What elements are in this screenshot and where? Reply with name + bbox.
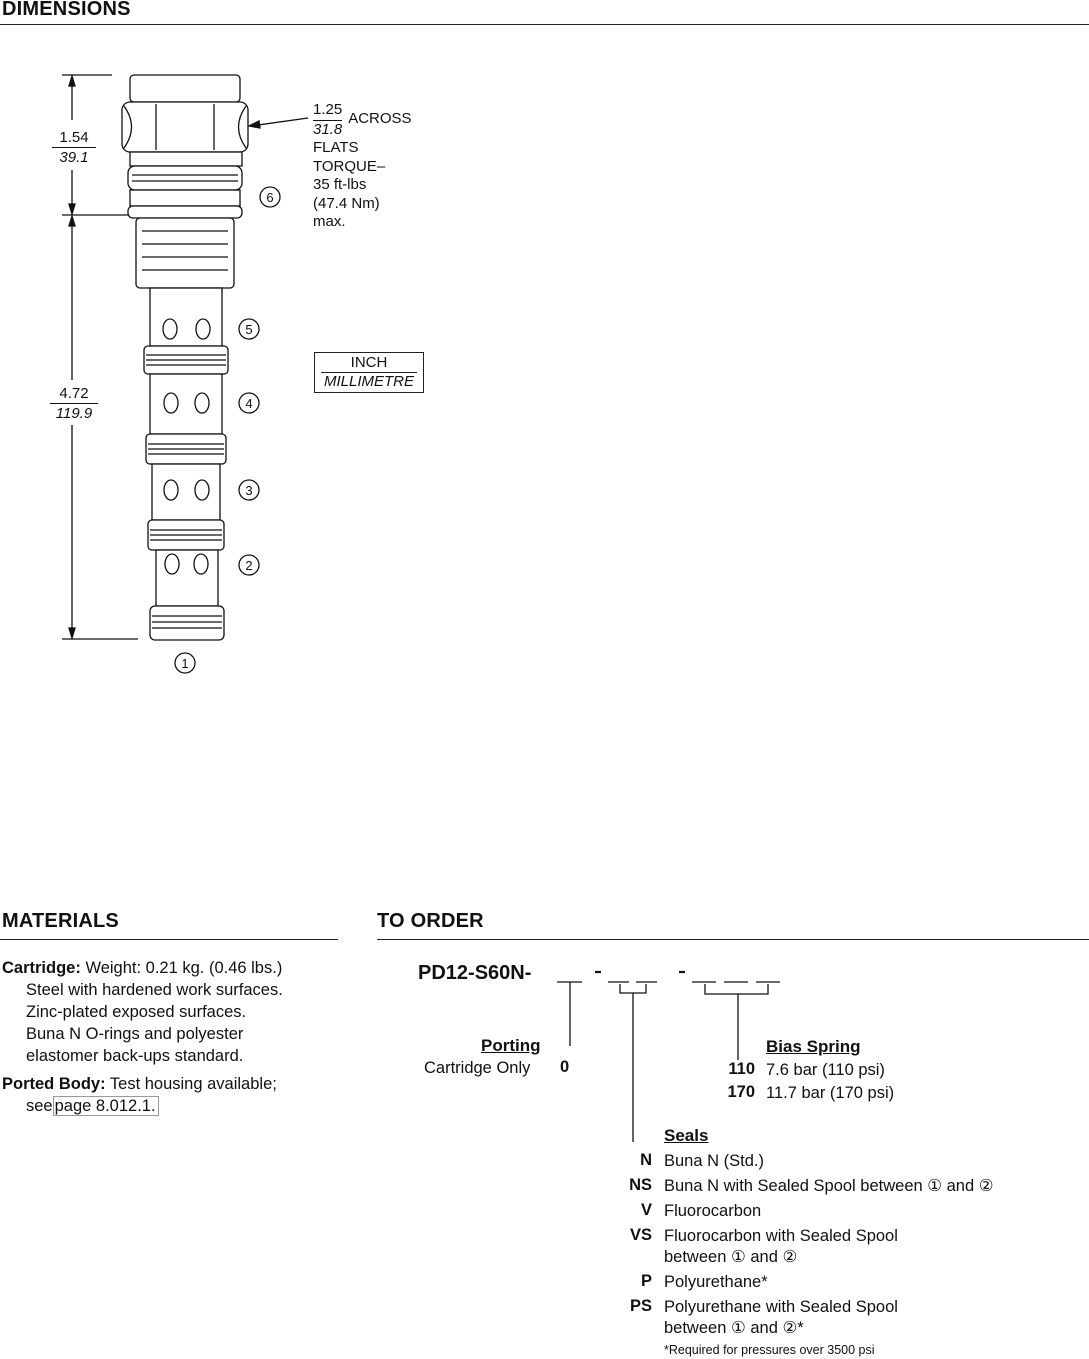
cartridge-line: elastomer back-ups standard. (26, 1047, 244, 1065)
model-code: PD12-S60N- (418, 962, 532, 984)
port-label-5: 5 (245, 322, 252, 337)
ported-body-label: Ported Body: (2, 1075, 106, 1093)
seal-desc-vs: Fluorocarbon with Sealed Spool between ①… (664, 1226, 898, 1268)
materials-title: MATERIALS (2, 910, 119, 932)
callout-line: (47.4 Nm) (313, 194, 380, 212)
cartridge-line: Zinc-plated exposed surfaces. (26, 1003, 247, 1021)
seal-desc-vs-line1: Fluorocarbon with Sealed Spool (664, 1227, 898, 1245)
bias-desc-110: 7.6 bar (110 psi) (766, 1061, 885, 1079)
ported-body-text: Test housing available; (109, 1075, 277, 1093)
dim-upper: 1.54 39.1 (52, 128, 96, 167)
bias-code-170: 170 (727, 1083, 755, 1101)
port-label-4: 4 (245, 396, 252, 411)
dim-lower-mm: 119.9 (55, 405, 93, 422)
to-order-title: TO ORDER (377, 910, 484, 932)
dim-upper-inch: 1.54 (52, 128, 96, 148)
dim-lower: 4.72 119.9 (50, 384, 98, 423)
seal-desc-p: Polyurethane* (664, 1273, 768, 1291)
callout-line: FLATS (313, 139, 359, 156)
materials-text: Cartridge: Weight: 0.21 kg. (0.46 lbs.) … (2, 957, 338, 1117)
across-flats-text: ACROSS (348, 110, 412, 127)
seal-desc-ns: Buna N with Sealed Spool between ① and ② (664, 1177, 994, 1195)
cartridge-drawing: 1 2 3 4 5 6 (62, 73, 309, 674)
seal-desc-v: Fluorocarbon (664, 1202, 762, 1220)
across-flats-inch: 1.25 (313, 101, 343, 121)
port-circle-2 (238, 554, 260, 576)
dimensions-title: DIMENSIONS (2, 0, 131, 20)
seal-code-vs: VS (629, 1226, 652, 1244)
seal-code-ps: PS (629, 1297, 652, 1315)
port-label-1: 1 (181, 656, 188, 671)
port-circle-1 (174, 652, 196, 674)
porting-code: 0 (560, 1058, 570, 1076)
seal-desc-ps-line1: Polyurethane with Sealed Spool (664, 1298, 898, 1316)
callout-line: 35 ft-lbs (313, 176, 367, 193)
callout-line: TORQUE– (313, 157, 386, 175)
dim-upper-mm: 39.1 (59, 149, 89, 166)
port-label-2: 2 (245, 558, 252, 573)
units-inch: INCH (321, 354, 417, 373)
callout-line: max. (313, 213, 346, 230)
seal-desc-ps-line2: between ① and ②* (664, 1319, 804, 1337)
port-circle-6 (259, 186, 281, 208)
seal-desc-vs-line2: between ① and ② (664, 1248, 798, 1266)
bias-spring-heading: Bias Spring (766, 1037, 861, 1056)
seal-code-v: V (640, 1201, 652, 1219)
port-label-3: 3 (245, 483, 252, 498)
seals-heading: Seals (664, 1126, 709, 1145)
seal-code-ns: NS (629, 1176, 652, 1194)
seal-desc-n: Buna N (Std.) (664, 1152, 764, 1170)
materials-rule (0, 939, 338, 940)
port-circle-5 (238, 318, 260, 340)
seal-code-n: N (640, 1151, 652, 1169)
porting-heading: Porting (481, 1036, 541, 1055)
across-flats-callout: 1.25 31.8 ACROSS FLATS TORQUE– 35 ft-lbs… (313, 101, 412, 232)
across-flats-mm: 31.8 (313, 120, 343, 138)
bias-desc-170: 11.7 bar (170 psi) (766, 1084, 895, 1102)
ported-body-see: see (26, 1097, 53, 1115)
page-link[interactable]: page 8.012.1. (52, 1096, 159, 1116)
cartridge-label: Cartridge: (2, 959, 81, 977)
port-circle-3 (238, 479, 260, 501)
port-label-6: 6 (266, 190, 273, 205)
order-code-diagram (557, 970, 780, 1142)
to-order-rule (377, 939, 1089, 940)
seals-footnote: *Required for pressures over 3500 psi (664, 1343, 875, 1357)
cartridge-line: Buna N O-rings and polyester (26, 1025, 244, 1043)
dim-lower-inch: 4.72 (50, 384, 98, 404)
porting-desc: Cartridge Only (424, 1059, 531, 1077)
units-mm: MILLIMETRE (323, 373, 414, 390)
cartridge-weight: Weight: 0.21 kg. (0.46 lbs.) (85, 959, 283, 977)
units-legend-box: INCH MILLIMETRE (314, 352, 424, 393)
port-circle-4 (238, 392, 260, 414)
seal-code-p: P (640, 1272, 652, 1290)
bias-code-110: 110 (728, 1060, 755, 1078)
seal-desc-ps: Polyurethane with Sealed Spool between ①… (664, 1297, 898, 1339)
dimensions-rule (0, 24, 1089, 25)
cartridge-line: Steel with hardened work surfaces. (26, 981, 283, 999)
